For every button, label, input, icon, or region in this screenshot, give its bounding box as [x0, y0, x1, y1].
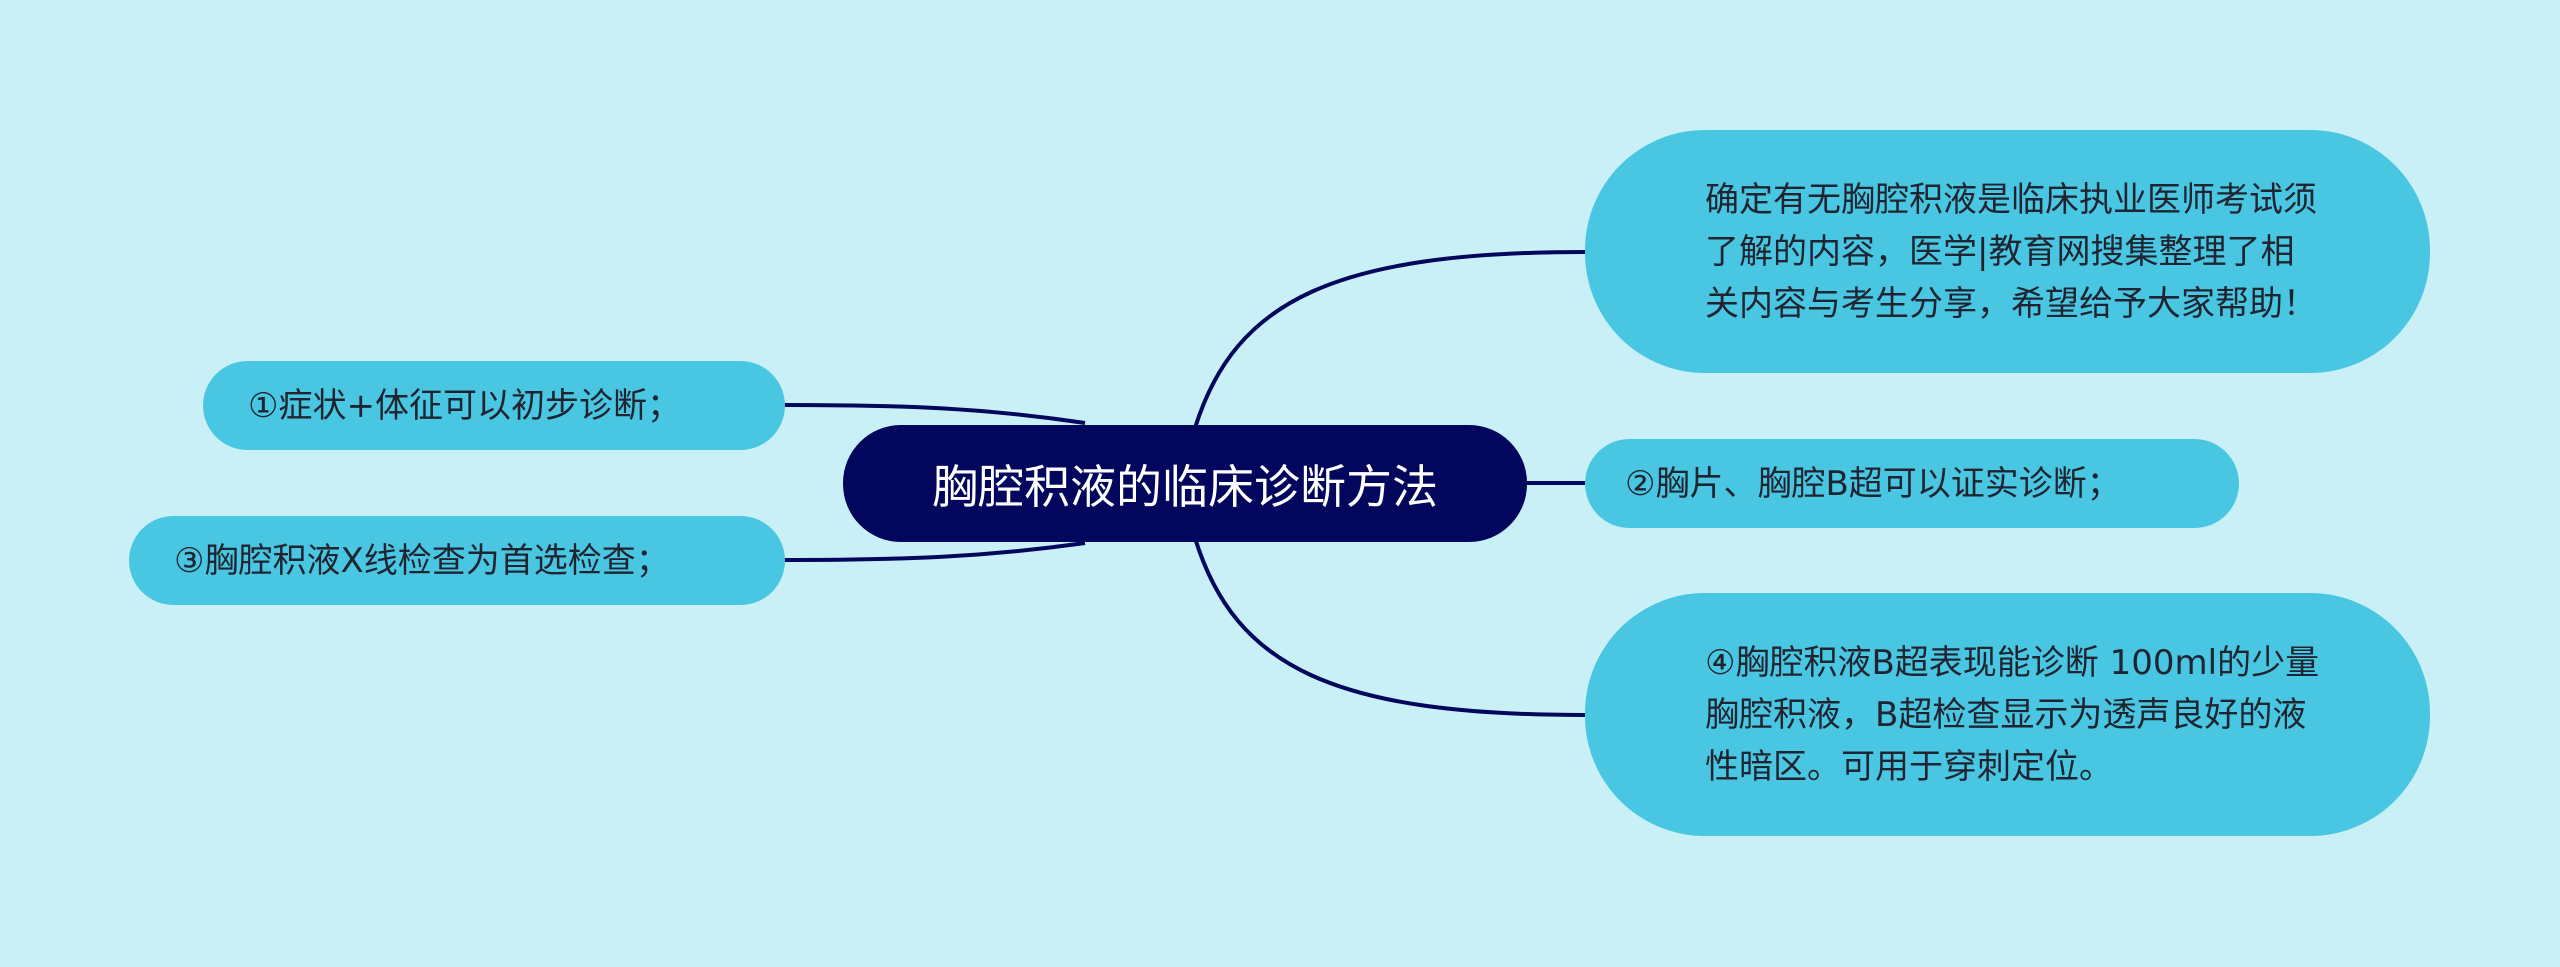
left-topic-3[interactable]: ③胸腔积液X线检查为首选检查； — [129, 516, 785, 605]
left-topic-1-label: ①症状+体征可以初步诊断； — [248, 385, 681, 426]
root-topic[interactable]: 胸腔积液的临床诊断方法 — [843, 425, 1527, 542]
right-topic-4-label: ④胸腔积液B超表现能诊断 100ml的少量胸腔积液，B超检查显示为透声良好的液性… — [1705, 642, 2320, 787]
connector-root-to-topic-4 — [1193, 537, 1586, 717]
right-topic-intro[interactable]: 确定有无胸腔积液是临床执业医师考试须了解的内容，医学|教育网搜集整理了相关内容与… — [1585, 130, 2430, 373]
connector-root-to-left-3 — [782, 541, 1086, 562]
right-topic-2[interactable]: ②胸片、胸腔B超可以证实诊断； — [1585, 439, 2239, 528]
connector-root-to-topic-1 — [1193, 250, 1586, 429]
right-topic-4[interactable]: ④胸腔积液B超表现能诊断 100ml的少量胸腔积液，B超检查显示为透声良好的液性… — [1585, 593, 2430, 836]
root-topic-label: 胸腔积液的临床诊断方法 — [932, 459, 1438, 514]
left-topic-3-label: ③胸腔积液X线检查为首选检查； — [174, 540, 670, 581]
right-topic-intro-label: 确定有无胸腔积液是临床执业医师考试须了解的内容，医学|教育网搜集整理了相关内容与… — [1705, 179, 2317, 324]
connector-root-to-left-1 — [782, 403, 1086, 425]
right-topic-2-label: ②胸片、胸腔B超可以证实诊断； — [1625, 463, 2121, 504]
left-topic-1[interactable]: ①症状+体征可以初步诊断； — [203, 361, 785, 450]
